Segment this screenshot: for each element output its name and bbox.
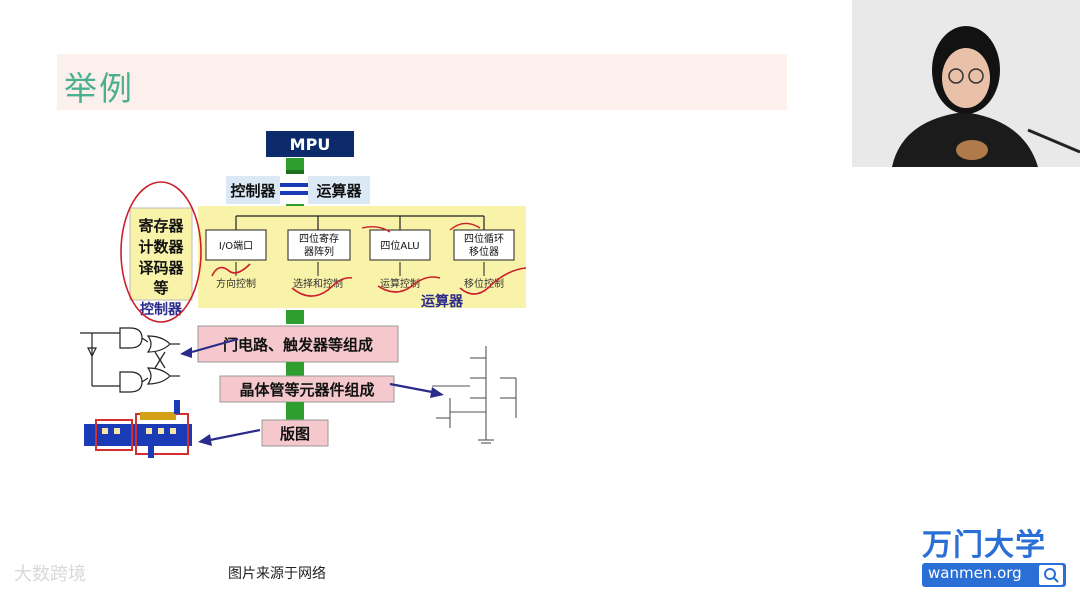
gates-level-label: 门电路、触发器等组成 bbox=[223, 336, 373, 354]
module-register-array bbox=[287, 229, 351, 261]
mpu-label: MPU bbox=[290, 135, 331, 154]
module-shifter bbox=[453, 229, 515, 261]
green-arrow bbox=[286, 402, 304, 420]
platform-watermark: 大数跨境 bbox=[14, 564, 86, 585]
controller-detail-caption: 控制器 bbox=[140, 301, 183, 318]
pen-mark bbox=[459, 267, 527, 295]
slide-title: 举例 bbox=[64, 69, 134, 108]
module-label: 四位循环 bbox=[464, 232, 504, 245]
brand-url: wanmen.org bbox=[928, 564, 1022, 582]
brand-logo: 万门大学 bbox=[922, 528, 1046, 563]
presenter-image bbox=[852, 0, 1080, 167]
transistors-level-label: 晶体管等元器件组成 bbox=[239, 381, 374, 399]
controller-box bbox=[226, 176, 280, 204]
navy-arrow bbox=[209, 428, 261, 442]
controller-detail-line: 寄存器 bbox=[138, 217, 184, 235]
green-arrow bbox=[286, 362, 304, 376]
navy-arrow bbox=[191, 337, 239, 354]
module-label: 移位器 bbox=[469, 245, 499, 258]
controller-detail-box bbox=[129, 207, 193, 301]
pen-mark bbox=[291, 276, 353, 297]
controller-label: 控制器 bbox=[230, 182, 276, 200]
diagram-svg: MPU 控制器 运算器 I/O端口 四位寄存 器阵列 四位ALU 四位循环 移位 bbox=[80, 131, 527, 458]
alu-label: 运算器 bbox=[316, 182, 362, 200]
layout-level-label: 版图 bbox=[280, 425, 310, 443]
mpu-hierarchy-diagram: MPU 控制器 运算器 I/O端口 四位寄存 器阵列 四位ALU 四位循环 移位 bbox=[60, 128, 530, 460]
transistor-schematic bbox=[432, 346, 517, 444]
pen-mark bbox=[377, 276, 441, 293]
control-label: 移位控制 bbox=[464, 277, 504, 290]
module-label: 四位寄存 bbox=[299, 232, 339, 245]
green-arrow bbox=[286, 158, 304, 170]
controller-detail-line: 等 bbox=[153, 279, 168, 297]
bus-line bbox=[280, 183, 308, 187]
control-label: 方向控制 bbox=[216, 277, 256, 290]
pen-circle bbox=[120, 181, 202, 323]
image-source-caption: 图片来源于网络 bbox=[228, 566, 326, 582]
mpu-box bbox=[266, 131, 354, 157]
presenter-webcam-feed bbox=[852, 0, 1080, 167]
module-alu bbox=[369, 229, 431, 261]
chip-layout-image bbox=[84, 400, 192, 458]
module-label: I/O端口 bbox=[219, 239, 253, 252]
bus-line bbox=[280, 191, 308, 195]
module-label: 器阵列 bbox=[304, 245, 334, 258]
transistors-level-box bbox=[219, 375, 395, 403]
alu-box bbox=[308, 176, 370, 204]
alu-area-caption: 运算器 bbox=[421, 293, 464, 310]
gates-level-box bbox=[197, 325, 399, 363]
navy-arrow bbox=[389, 382, 433, 394]
controller-detail-line: 计数器 bbox=[138, 238, 184, 256]
pen-mark bbox=[211, 263, 251, 277]
module-label: 四位ALU bbox=[380, 239, 419, 252]
layout-level-box bbox=[261, 419, 329, 447]
title-bar bbox=[57, 54, 787, 110]
logic-gate-schematic bbox=[80, 327, 180, 393]
controller-detail-line: 译码器 bbox=[138, 259, 184, 277]
pen-mark bbox=[449, 222, 481, 231]
green-arrow bbox=[286, 310, 304, 324]
search-icon bbox=[1039, 565, 1063, 585]
module-io-port bbox=[205, 229, 267, 261]
pen-mark bbox=[361, 225, 391, 233]
